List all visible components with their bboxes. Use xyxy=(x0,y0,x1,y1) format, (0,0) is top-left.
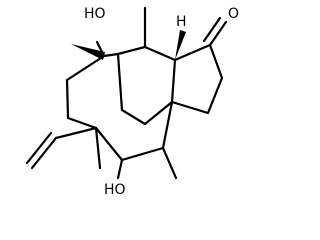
bond-c14-methyl xyxy=(94,126,102,170)
bond-c5-c6 xyxy=(173,43,212,62)
bond-c13-oh xyxy=(116,158,124,180)
bond-c12-methyl xyxy=(161,146,178,180)
bond-c14-c15 xyxy=(66,116,98,130)
bond-c5-c9 xyxy=(170,58,177,104)
bond-c6-c7 xyxy=(208,43,224,80)
molecule-structure-diagram: HO HO O H xyxy=(25,6,239,198)
wedge-c12-h xyxy=(175,30,186,60)
bond-vinyl-double-1 xyxy=(30,136,58,170)
bond-skeleton xyxy=(25,6,228,180)
bond-c16-c2 xyxy=(65,54,106,82)
bond-vinyl-double-2 xyxy=(25,131,53,165)
hydroxyl-top-label: HO xyxy=(84,6,106,22)
bond-c12-c13 xyxy=(120,146,165,162)
bond-carbonyl-2 xyxy=(202,16,222,43)
hydroxyl-bottom-label: HO xyxy=(104,182,126,198)
bond-c11-c3 xyxy=(116,52,124,112)
bond-c2-c3 xyxy=(102,52,120,58)
bond-c15-c16 xyxy=(65,78,70,120)
wedge-c2-methyl xyxy=(71,44,105,60)
stereo-hydrogen-label: H xyxy=(176,14,187,30)
stereo-wedges xyxy=(71,30,186,60)
ketone-oxygen-label: O xyxy=(228,6,239,22)
bond-c13-c14 xyxy=(94,126,124,162)
bond-c14-vinyl xyxy=(54,126,98,140)
bond-c4-c5 xyxy=(143,45,177,62)
bond-c9-c10 xyxy=(143,100,174,126)
bond-c7-c8 xyxy=(206,76,224,115)
bond-c9-c12 xyxy=(161,100,174,150)
bond-c10-c11 xyxy=(120,108,147,126)
bond-c8-c9 xyxy=(170,100,210,115)
bond-carbonyl-1 xyxy=(208,20,228,47)
bond-c3-c4 xyxy=(116,45,147,56)
atom-labels: HO HO O H xyxy=(84,6,239,198)
